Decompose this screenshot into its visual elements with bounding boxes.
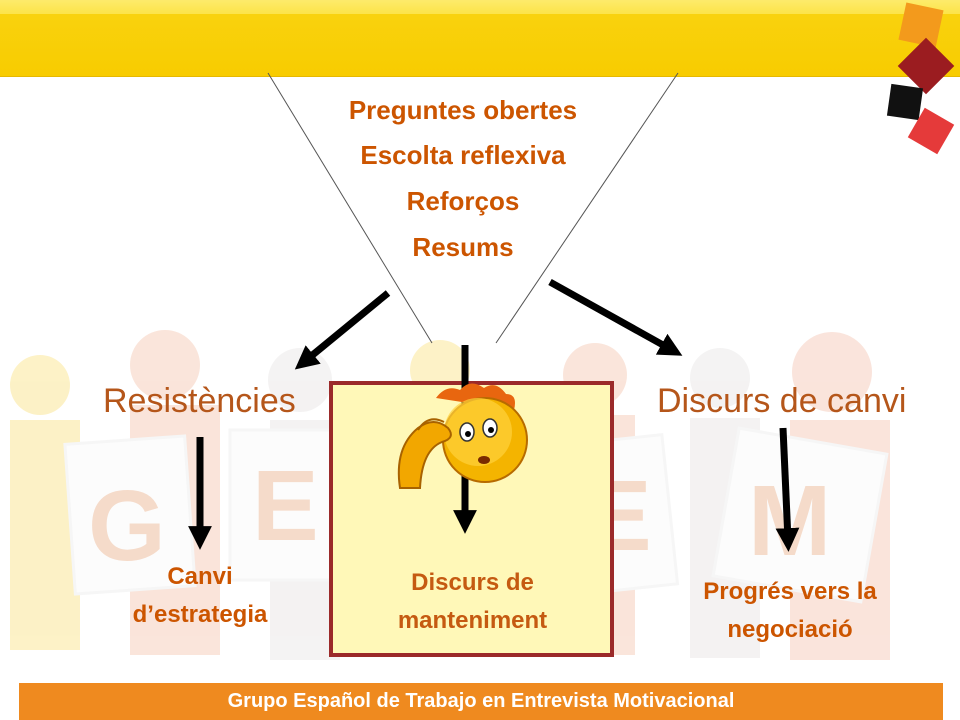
outcome-line: negociació [727,616,853,643]
outcome-progress-negotiation: Progrés vers la negociació [645,573,935,649]
technique-open-questions: Preguntes obertes [348,95,578,125]
funnel-left-line [267,72,433,344]
outcome-line: Progrés vers la [703,578,877,605]
arrow-to-change-talk [548,278,683,356]
decorative-squares-icon [886,2,955,155]
arrow-to-resistances [294,290,391,370]
outcome-line: manteniment [397,607,548,634]
technique-affirmations: Reforços [406,186,520,216]
funnel-right-line [495,72,679,344]
thinking-face-icon [397,383,528,489]
technique-reflective-listening: Escolta reflexiva [360,140,566,170]
watermark-letter: G [88,470,166,582]
top-banner [0,0,960,77]
technique-summaries: Resums [412,232,514,262]
outcome-line: Canvi [167,563,233,590]
outcome-maintenance-talk: Discurs de manteniment [335,564,610,640]
label-resistances: Resistències [103,382,296,420]
arrow-to-negotiation [775,427,800,552]
outcome-line: d’estrategia [132,601,268,628]
watermark-letter: E [252,450,319,562]
label-change-talk: Discurs de canvi [657,382,907,420]
outcome-line: Discurs de [411,569,534,596]
outcome-strategy-change: Canvi d’estrategia [60,558,340,634]
footer-bar: Grupo Español de Trabajo en Entrevista M… [19,683,943,720]
